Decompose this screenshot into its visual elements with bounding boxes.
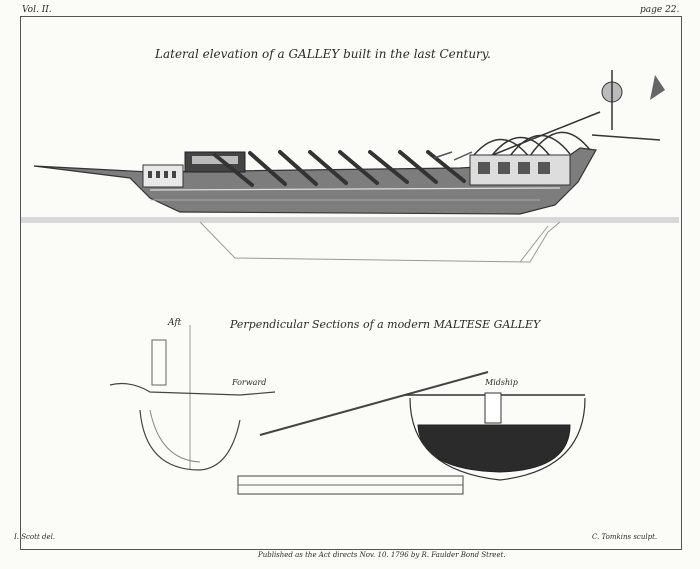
stern-flag bbox=[650, 75, 665, 100]
forecastle bbox=[142, 164, 184, 188]
galley-elevation-title: Lateral elevation of a GALLEY built in t… bbox=[155, 47, 491, 61]
panel-ornaments bbox=[478, 162, 550, 174]
publication-line: Published as the Act directs Nov. 10. 17… bbox=[258, 551, 506, 559]
oars bbox=[213, 150, 466, 187]
midship-hull bbox=[409, 397, 586, 481]
midship-label: Midship bbox=[485, 378, 518, 387]
page-number: page 22. bbox=[640, 5, 680, 15]
forward-section-deck bbox=[109, 382, 276, 396]
engraving-plate-border bbox=[20, 16, 682, 550]
forward-section-rib bbox=[149, 409, 201, 463]
forecastle-ports bbox=[148, 171, 176, 178]
forward-label: Forward bbox=[232, 378, 267, 387]
aft-label: Aft bbox=[168, 318, 182, 328]
forward-section-hull bbox=[139, 409, 241, 471]
engraver-credit: C. Tomkins sculpt. bbox=[592, 533, 658, 541]
underwater-hull-outline bbox=[199, 221, 561, 263]
artist-credit: I. Scott del. bbox=[14, 533, 56, 541]
oar-stubs bbox=[433, 151, 473, 161]
maltese-sections-title: Perpendicular Sections of a modern MALTE… bbox=[230, 318, 541, 331]
volume-label: Vol. II. bbox=[22, 5, 52, 15]
midship-hold bbox=[417, 424, 571, 473]
oar-drawing bbox=[259, 371, 489, 436]
aft-post bbox=[151, 339, 167, 386]
cabin-window bbox=[192, 156, 238, 164]
stern-canopy-arches bbox=[469, 111, 601, 163]
rudder-outline bbox=[519, 225, 549, 263]
midship-mast-step bbox=[484, 392, 502, 424]
waterline-band bbox=[21, 217, 679, 223]
ensign-staff bbox=[591, 134, 661, 141]
hull-wale bbox=[149, 187, 561, 191]
